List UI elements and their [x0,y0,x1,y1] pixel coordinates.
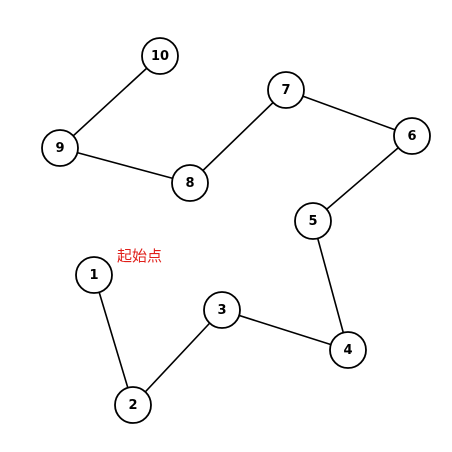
node-2: 2 [114,386,152,424]
node-label: 2 [128,398,137,413]
node-label: 4 [343,343,352,358]
node-circle [75,256,113,294]
node-9: 9 [41,129,79,167]
nodes-layer: 1 2 3 4 5 6 7 8 9 10 [41,37,431,424]
node-7: 7 [267,71,305,109]
edges-layer [59,55,413,406]
node-circle [393,117,431,155]
node-5: 5 [294,202,332,240]
node-circle [141,37,179,75]
node-6: 6 [393,117,431,155]
node-circle [294,202,332,240]
node-1: 1 [75,256,113,294]
edge-4-5 [312,220,349,351]
node-label: 3 [217,303,226,318]
edge-5-6 [312,135,413,222]
node-label: 9 [55,141,64,156]
node-label: 10 [151,49,169,64]
node-label: 1 [89,268,98,283]
node-circle [267,71,305,109]
node-circle [171,164,209,202]
start-point-label: 起始点 [117,247,162,265]
node-label: 5 [308,214,317,229]
node-label: 7 [281,83,290,98]
edge-8-9 [59,147,191,184]
edge-6-7 [285,89,413,137]
node-3: 3 [203,291,241,329]
node-8: 8 [171,164,209,202]
node-4: 4 [329,331,367,369]
node-circle [114,386,152,424]
node-circle [329,331,367,369]
node-label: 8 [185,176,194,191]
edge-2-3 [132,309,223,406]
node-10: 10 [141,37,179,75]
edge-3-4 [221,309,349,351]
edge-7-8 [189,89,287,184]
node-label: 6 [407,129,416,144]
node-circle [41,129,79,167]
node-circle [203,291,241,329]
edge-1-2 [93,274,134,406]
edge-9-10 [59,55,161,149]
